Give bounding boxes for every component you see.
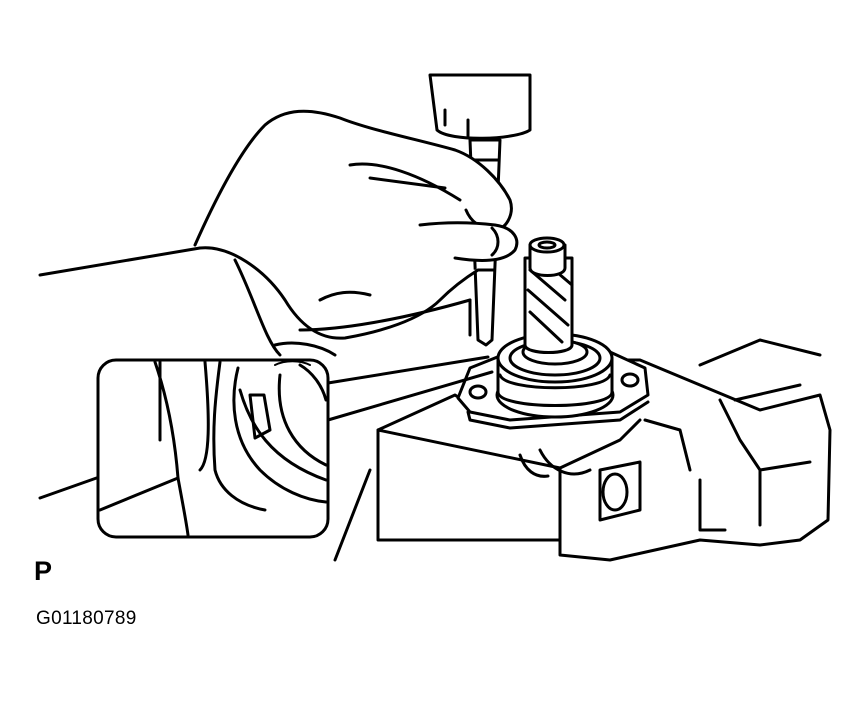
pinion-shaft — [523, 236, 574, 354]
detail-callout — [96, 358, 330, 539]
hand — [193, 109, 519, 357]
callout-leader — [326, 355, 494, 422]
background-surface — [38, 246, 372, 562]
view-letter: P — [34, 556, 53, 586]
figure-code: G01180789 — [36, 608, 137, 629]
